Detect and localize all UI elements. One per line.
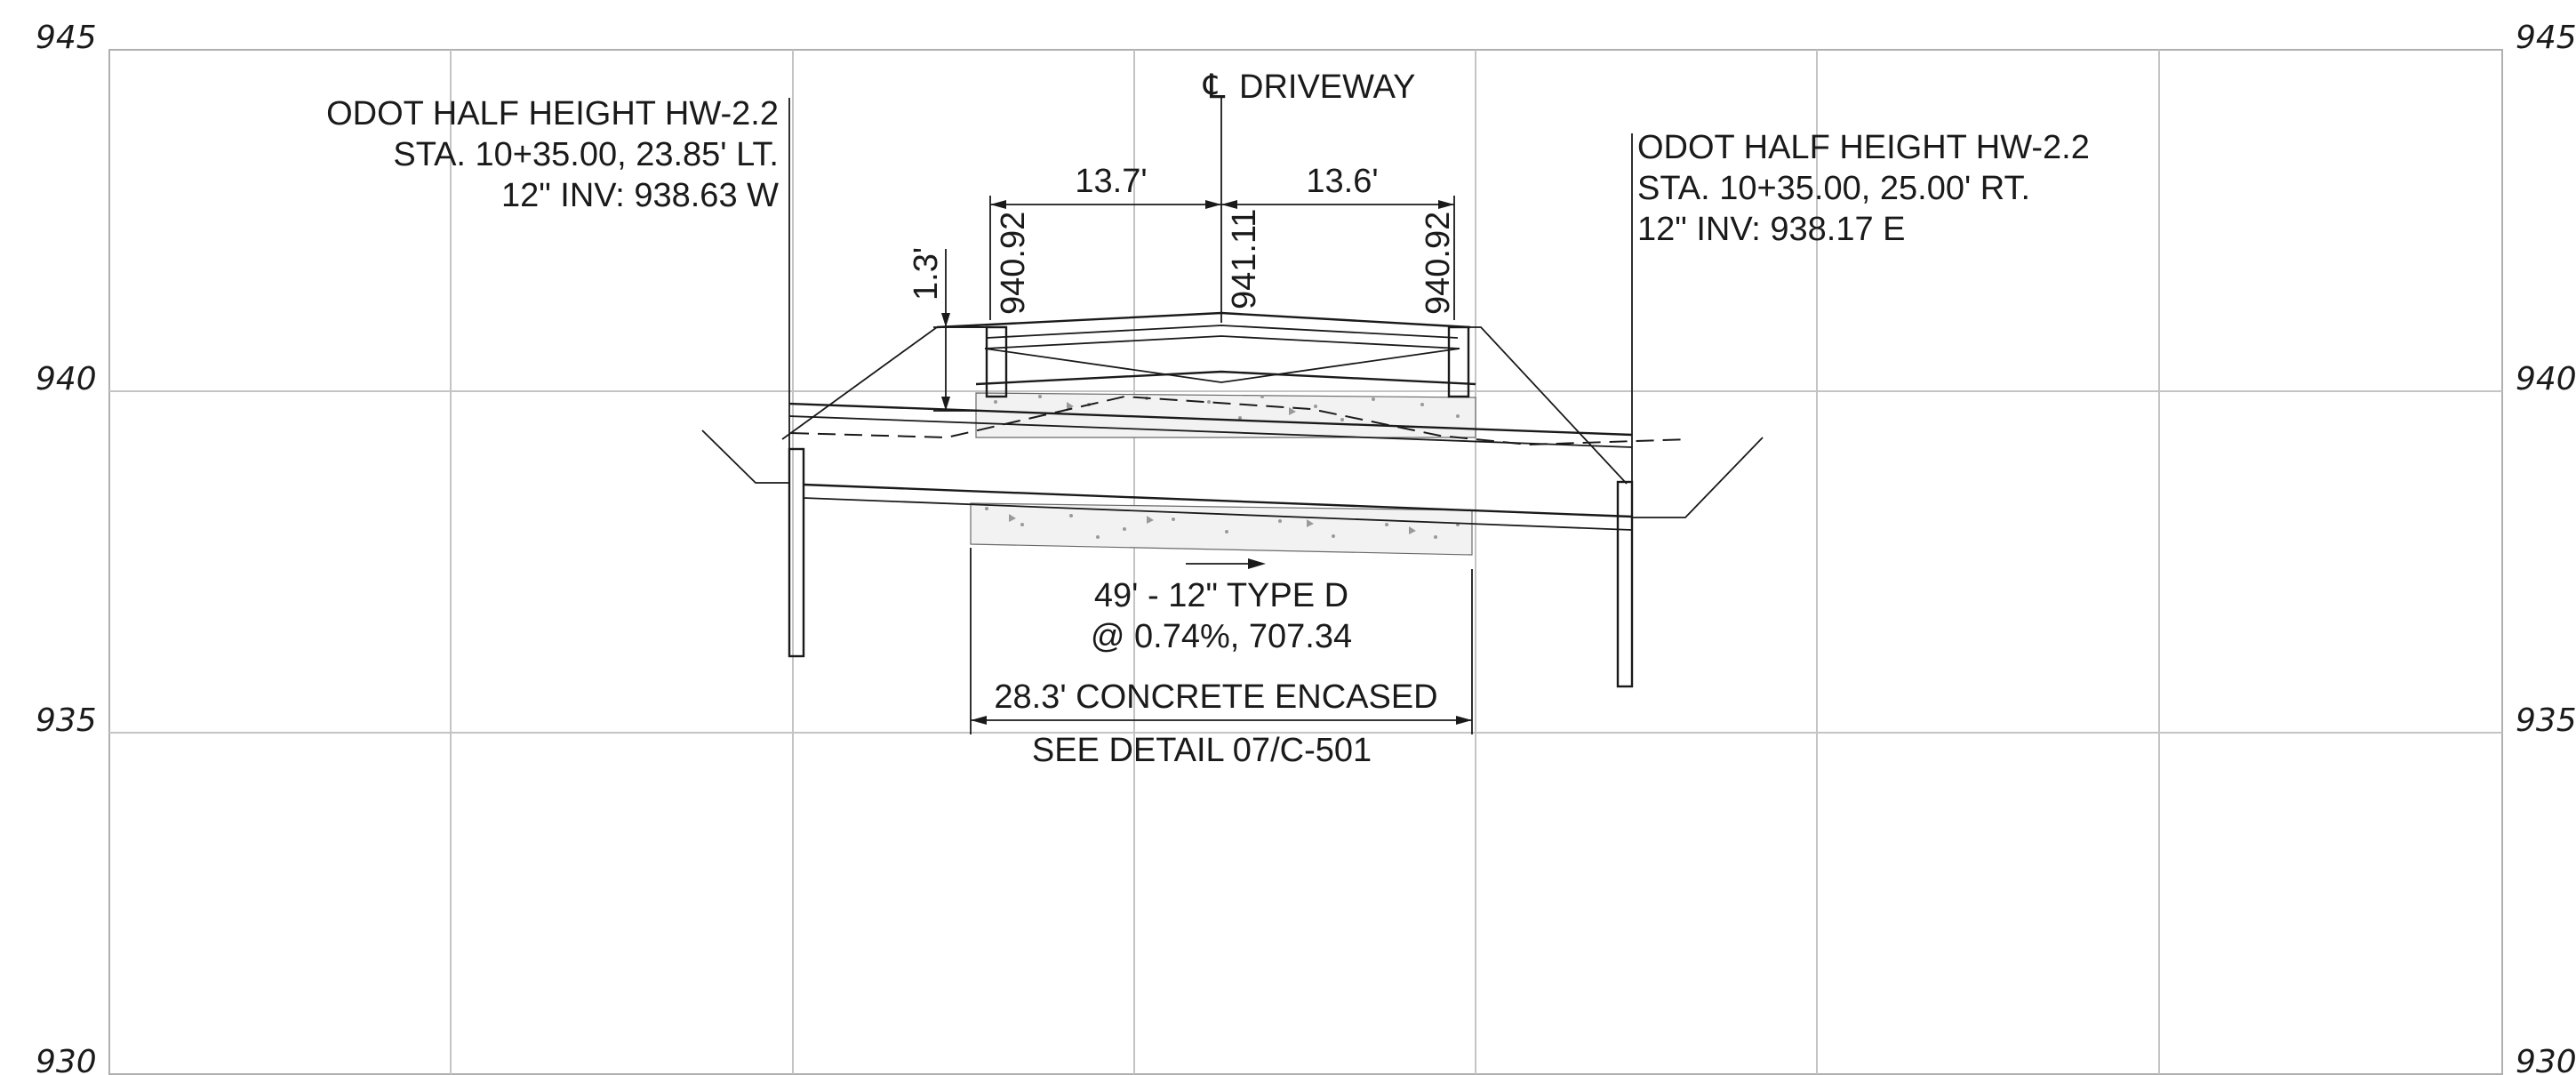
headwall-left-note: ODOT HALF HEIGHT HW-2.2 STA. 10+35.00, 2… xyxy=(326,95,779,214)
elevation-label-right: 940 xyxy=(2516,361,2576,397)
pipe-note-line1: 49' - 12" TYPE D xyxy=(1094,577,1348,614)
dim-height: 1.3' xyxy=(908,247,945,301)
encasement-upper xyxy=(975,392,1476,438)
elevation-label-left: 945 xyxy=(36,20,97,56)
grid xyxy=(108,49,2503,1075)
encasement-note-line1: 28.3' CONCRETE ENCASED xyxy=(994,678,1437,716)
elevation-callout-center: 941.11 xyxy=(1226,209,1263,309)
side-slope-right xyxy=(1468,326,1628,485)
dim-arrows-width xyxy=(990,200,1454,209)
headwall-right-line3: 12" INV: 938.17 E xyxy=(1637,211,1906,248)
driveway-base xyxy=(984,335,1460,349)
centerline-symbol: ℄ xyxy=(1203,68,1226,106)
driveway-top-surface xyxy=(936,311,1471,329)
pipe-note-line2: @ 0.74%, 707.34 xyxy=(1091,618,1352,655)
pipe-bottom-outer xyxy=(803,483,1633,518)
ditch-right xyxy=(1632,437,1764,518)
headwall-right-line1: ODOT HALF HEIGHT HW-2.2 xyxy=(1637,129,2090,166)
headwall-left-line1: ODOT HALF HEIGHT HW-2.2 xyxy=(326,95,779,132)
concrete-encasement xyxy=(970,392,1476,556)
headwall-left-line2: STA. 10+35.00, 23.85' LT. xyxy=(393,136,779,173)
width-dimension: 13.7' 13.6' xyxy=(989,163,1455,320)
pipe-bottom-inner xyxy=(803,497,1633,531)
culvert-pipe xyxy=(788,402,1633,531)
driveway-base-lower xyxy=(984,348,1460,383)
height-dimension: 1.3' xyxy=(908,247,987,412)
pipe-top-inner xyxy=(788,415,1633,448)
ditch-left xyxy=(701,429,789,484)
headwall-right xyxy=(1616,480,1634,688)
encasement-note-line2: SEE DETAIL 07/C-501 xyxy=(1032,732,1372,769)
dim-right-width: 13.6' xyxy=(1306,163,1378,200)
encasement-lower xyxy=(970,502,1473,556)
elevation-label-right: 935 xyxy=(2516,702,2576,739)
pipe-top-outer xyxy=(788,402,1633,437)
headwall-right-line2: STA. 10+35.00, 25.00' RT. xyxy=(1637,170,2030,207)
elevation-callout-right: 940.92 xyxy=(1420,212,1457,315)
grid-frame xyxy=(108,49,2503,1075)
encasement-dimension: 28.3' CONCRETE ENCASED SEE DETAIL 07/C-5… xyxy=(970,548,1473,769)
elevation-label-left: 940 xyxy=(36,361,97,397)
flow-arrow-icon xyxy=(1248,558,1266,569)
curb-left xyxy=(985,325,1008,398)
elevation-label-right: 945 xyxy=(2516,20,2576,56)
headwall-right-note: ODOT HALF HEIGHT HW-2.2 STA. 10+35.00, 2… xyxy=(1637,129,2090,248)
elevation-callout-left: 940.92 xyxy=(995,212,1032,315)
curb-right xyxy=(1447,325,1470,398)
dim-left-width: 13.7' xyxy=(1075,163,1147,200)
driveway-pavement-bottom xyxy=(986,325,1459,339)
elevation-label-left: 930 xyxy=(36,1044,97,1075)
elevation-label-left: 935 xyxy=(36,702,97,739)
elevation-label-right: 930 xyxy=(2516,1044,2576,1075)
centerline-label: DRIVEWAY xyxy=(1239,68,1415,106)
headwall-left-line3: 12" INV: 938.63 W xyxy=(501,177,779,214)
driveway-subgrade xyxy=(975,370,1476,386)
headwall-left xyxy=(788,447,805,658)
